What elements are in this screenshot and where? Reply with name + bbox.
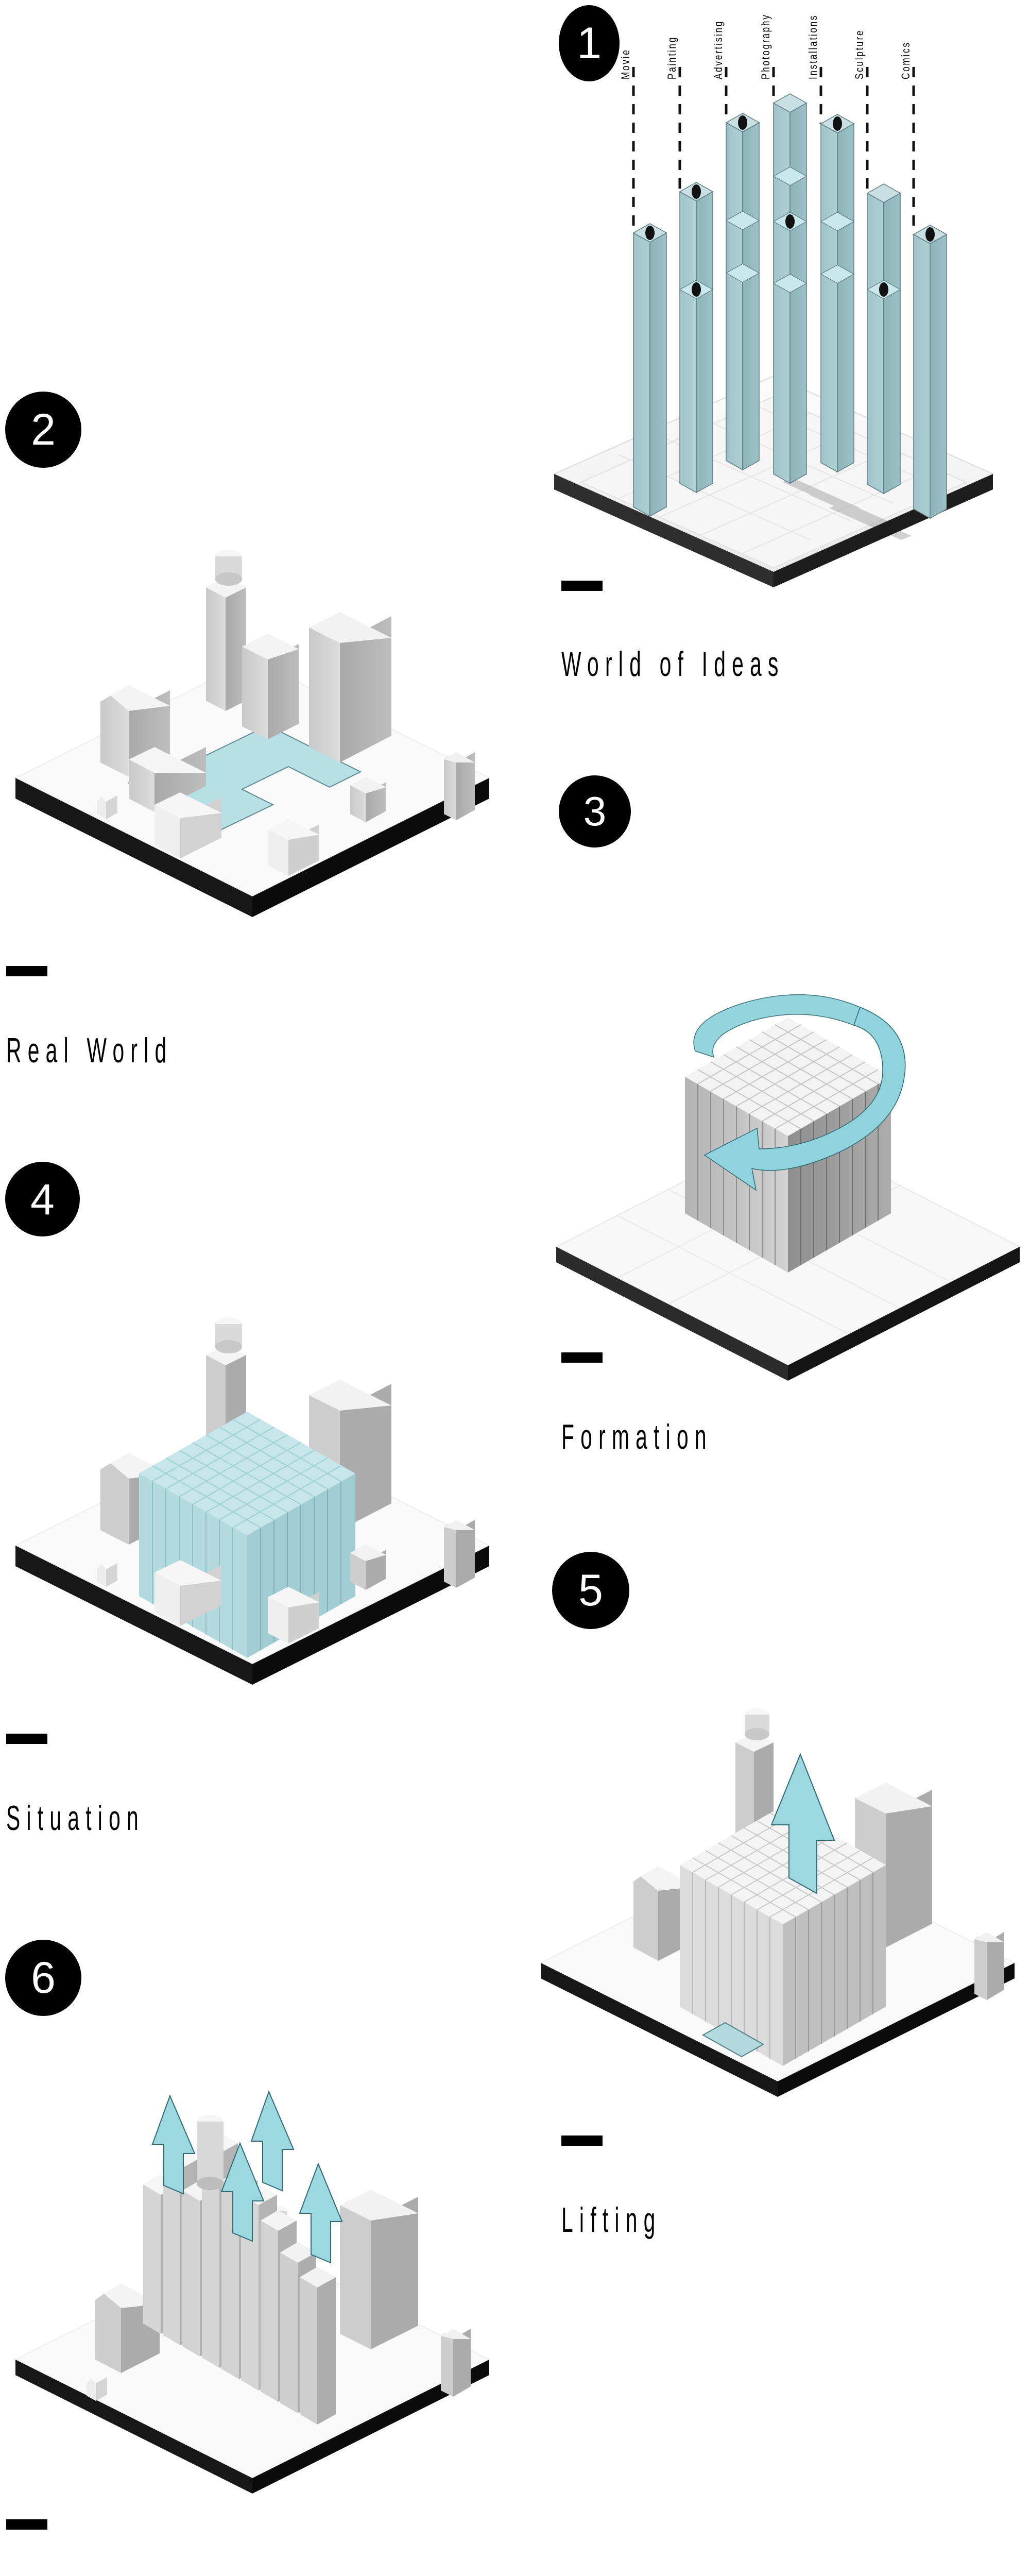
- bar-painting: [679, 182, 714, 494]
- site-wall-right: [252, 778, 489, 917]
- lift-arrow: [770, 1753, 835, 1894]
- step-badge-2: 2: [5, 392, 81, 468]
- step-badge-1-number: 1: [577, 19, 602, 68]
- bar-sculpture: [866, 183, 901, 495]
- step-badge-5-number: 5: [578, 1566, 603, 1615]
- isometric-city-site-scene: [0, 505, 505, 927]
- chart-leader-lines: [632, 67, 915, 234]
- caption-rule-4: [6, 1734, 47, 1744]
- isometric-rotating-volume-scene: [541, 922, 1030, 1381]
- bar-advertising: [725, 113, 760, 471]
- site-buildings: [97, 550, 475, 876]
- step-badge-4-number: 4: [30, 1175, 55, 1224]
- bar-installations: [820, 114, 855, 473]
- caption-title-3: Formation: [561, 1417, 713, 1456]
- site-wall-left: [15, 778, 252, 917]
- lifting-base-slot: [701, 2022, 765, 2058]
- caption-rule-5: [561, 2136, 603, 2146]
- growth-arrows: [151, 2090, 343, 2264]
- growth-towers: [143, 2115, 336, 2425]
- isometric-lifting-scene: [525, 1674, 1030, 2097]
- growth-arrow-2: [220, 2142, 265, 2242]
- step-badge-6: 6: [5, 1940, 81, 2016]
- step-badge-3-number: 3: [583, 788, 607, 834]
- caption-rule-3: [561, 1352, 603, 1363]
- caption-rule-2: [6, 966, 47, 976]
- growth-arrow-3: [250, 2090, 295, 2192]
- caption-rule-6: [6, 2519, 47, 2530]
- isometric-growth-scene: [0, 1999, 505, 2494]
- caption-title-4: Situation: [6, 1799, 145, 1838]
- bar-photography: [772, 93, 808, 484]
- bar-movie: [632, 223, 667, 517]
- caption-title-5: Lifting: [561, 2200, 662, 2240]
- step-badge-6-number: 6: [31, 1953, 56, 2003]
- step-badge-3: 3: [559, 775, 631, 848]
- step-badge-5: 5: [552, 1552, 629, 1629]
- isometric-bar-chart-scene: [541, 67, 1030, 587]
- step-badge-2-number: 2: [31, 405, 56, 454]
- step-badge-4: 4: [5, 1162, 80, 1236]
- growth-arrow-1: [151, 2094, 196, 2195]
- situation-foreground-buildings: [154, 1545, 386, 1643]
- step-badge-1: 1: [559, 5, 620, 81]
- chart-bars: [632, 93, 948, 519]
- growth-arrow-4: [299, 2162, 343, 2264]
- caption-title-2: Real World: [6, 1031, 173, 1070]
- bar-comics: [913, 225, 948, 519]
- caption-title-1: World of Ideas: [561, 645, 785, 684]
- lifting-volume: [680, 1806, 886, 2066]
- isometric-city-with-volume-scene: [0, 1273, 505, 1695]
- rotation-arrow-front: [703, 1007, 906, 1191]
- caption-rule-1: [561, 581, 603, 591]
